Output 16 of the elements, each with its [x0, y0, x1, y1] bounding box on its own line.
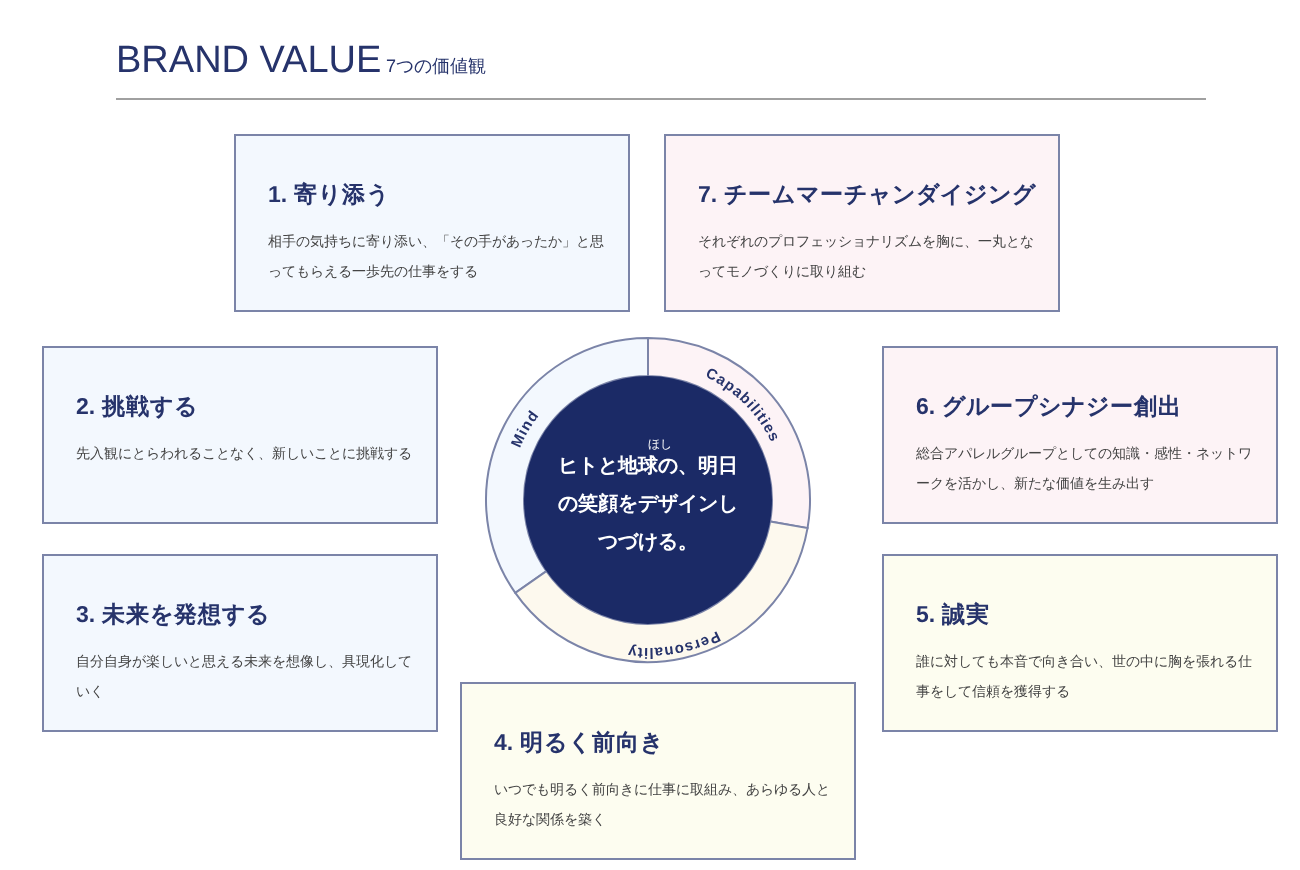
value-card: [42, 346, 438, 524]
subtitle: 7つの価値観: [386, 54, 487, 80]
title: BRAND VALUE: [116, 40, 382, 84]
value-card: [882, 346, 1278, 524]
value-card: [460, 682, 856, 860]
card-heading: 6. グループシナジー創出: [916, 392, 1184, 422]
value-card: [664, 134, 1060, 312]
value-card: [42, 554, 438, 732]
card-heading: 5. 誠実: [916, 600, 992, 630]
card-heading: 2. 挑戦する: [76, 392, 200, 422]
card-heading: 1. 寄り添う: [268, 180, 392, 210]
card-heading: 4. 明るく前向き: [494, 728, 666, 758]
value-card: [882, 554, 1278, 732]
card-heading: 3. 未来を発想する: [76, 600, 272, 630]
slogan: ヒトと地球の、明日の笑顔をデザインしつづける。: [558, 453, 738, 558]
value-card: [234, 134, 630, 312]
